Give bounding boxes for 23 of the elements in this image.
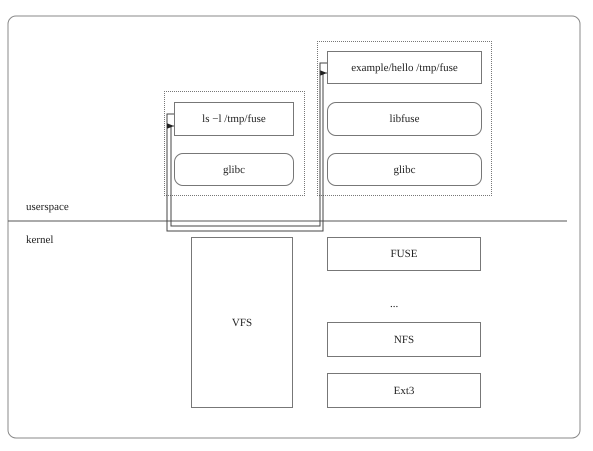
process-box	[174, 102, 294, 136]
node-label: example/hello /tmp/fuse	[351, 62, 458, 74]
node-label: VFS	[232, 316, 252, 328]
node-label: ls −l /tmp/fuse	[202, 113, 266, 125]
library-box	[327, 153, 482, 186]
dotted-group-box	[164, 91, 305, 196]
node-label: Ext3	[394, 384, 414, 396]
node-label: NFS	[394, 334, 414, 346]
library-box	[327, 102, 482, 136]
process-box	[327, 373, 481, 408]
process-box	[327, 237, 481, 271]
layer-label: userspace	[26, 201, 69, 213]
node-label: glibc	[223, 164, 245, 176]
node-label: glibc	[394, 164, 416, 176]
node-label: FUSE	[390, 248, 418, 260]
process-box	[327, 322, 481, 357]
node-label: libfuse	[390, 113, 420, 125]
dotted-group-box	[317, 41, 492, 196]
process-box	[327, 51, 482, 84]
process-box	[191, 237, 293, 408]
library-box	[174, 153, 294, 186]
layer-label: kernel	[26, 234, 54, 246]
ellipsis-text: ...	[390, 298, 398, 310]
